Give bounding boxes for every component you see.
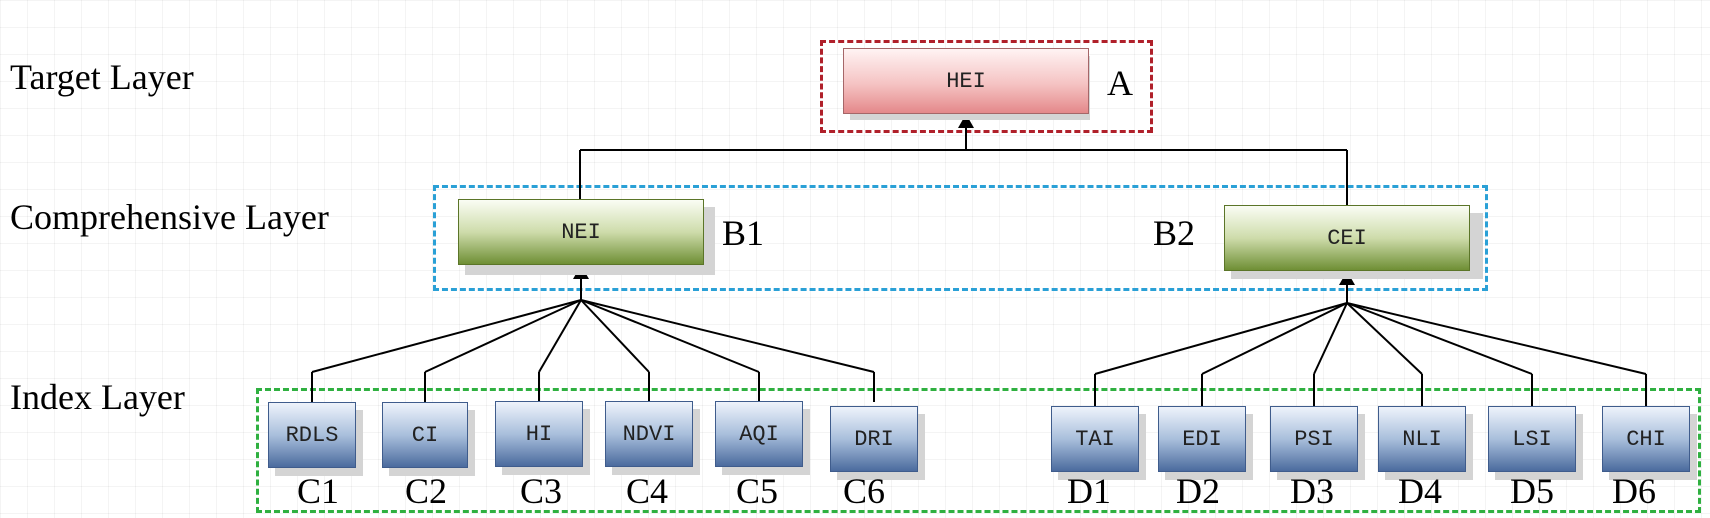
index-node-tag: D5 <box>1510 471 1554 511</box>
connector-cei-child <box>1201 302 1348 375</box>
index-node-lsi: LSI <box>1488 406 1576 472</box>
index-node-ci: CI <box>382 402 468 468</box>
connector-cei-child <box>1094 302 1348 375</box>
index-node-tag: C1 <box>297 471 340 511</box>
target-layer-label: Target Layer <box>10 57 194 97</box>
index-node-tag: C5 <box>736 471 779 511</box>
connector-nei-child <box>580 299 760 373</box>
connector-nei-child <box>580 299 875 373</box>
index-node-label: LSI <box>1512 426 1552 452</box>
index-node-ndvi: NDVI <box>605 401 693 467</box>
index-layer-group <box>256 388 1701 513</box>
comprehensive-node-label: CEI <box>1327 225 1367 251</box>
arrow-head <box>958 114 974 128</box>
index-node-tag: D6 <box>1612 471 1656 511</box>
comprehensive-layer-group <box>433 185 1488 291</box>
connector-cei-child <box>1346 302 1423 375</box>
index-node-label: DRI <box>854 426 894 452</box>
index-node-aqi: AQI <box>715 401 803 467</box>
index-node-label: NLI <box>1402 426 1442 452</box>
target-layer-group <box>820 40 1153 133</box>
connector-nei-child <box>424 299 582 373</box>
index-node-tag: C4 <box>626 471 669 511</box>
connector-cei-child <box>1346 302 1647 375</box>
index-node-dri: DRI <box>830 406 918 472</box>
index-node-label: HI <box>525 421 553 447</box>
index-node-label: PSI <box>1294 426 1334 452</box>
connector-cei-child <box>1313 302 1348 375</box>
index-node-tag: D2 <box>1176 471 1220 511</box>
connector-nei-child <box>538 299 582 373</box>
index-node-tag: D1 <box>1067 471 1111 511</box>
connector-nei-child <box>311 299 582 373</box>
target-node-tag: A <box>1107 63 1133 103</box>
index-node-label: CHI <box>1626 426 1666 452</box>
connector-nei-child <box>580 299 650 373</box>
index-node-tag: C3 <box>520 471 563 511</box>
index-node-label: RDLS <box>285 422 339 448</box>
index-node-label: NDVI <box>622 421 676 447</box>
index-node-psi: PSI <box>1270 406 1358 472</box>
comprehensive-node-label: NEI <box>561 219 601 245</box>
index-node-tag: C2 <box>405 471 448 511</box>
index-node-tai: TAI <box>1051 406 1139 472</box>
target-node-label: HEI <box>946 68 986 94</box>
comprehensive-node-cei: CEI <box>1224 205 1470 271</box>
comprehensive-node-nei: NEI <box>458 199 704 265</box>
comprehensive-node-tag: B2 <box>1153 213 1196 253</box>
index-node-chi: CHI <box>1602 406 1690 472</box>
index-layer-label: Index Layer <box>10 377 185 417</box>
index-node-rdls: RDLS <box>268 402 356 468</box>
index-node-label: TAI <box>1075 426 1115 452</box>
index-node-edi: EDI <box>1158 406 1246 472</box>
index-node-label: EDI <box>1182 426 1222 452</box>
index-node-tag: D4 <box>1398 471 1442 511</box>
comprehensive-layer-label: Comprehensive Layer <box>10 197 329 237</box>
connector-cei-child <box>1346 302 1533 375</box>
index-node-hi: HI <box>495 401 583 467</box>
index-node-tag: D3 <box>1290 471 1334 511</box>
index-node-nli: NLI <box>1378 406 1466 472</box>
index-node-tag: C6 <box>843 471 886 511</box>
comprehensive-node-tag: B1 <box>722 213 765 253</box>
index-node-label: AQI <box>739 421 779 447</box>
index-node-label: CI <box>411 422 439 448</box>
target-node-hei: HEI <box>843 48 1089 114</box>
